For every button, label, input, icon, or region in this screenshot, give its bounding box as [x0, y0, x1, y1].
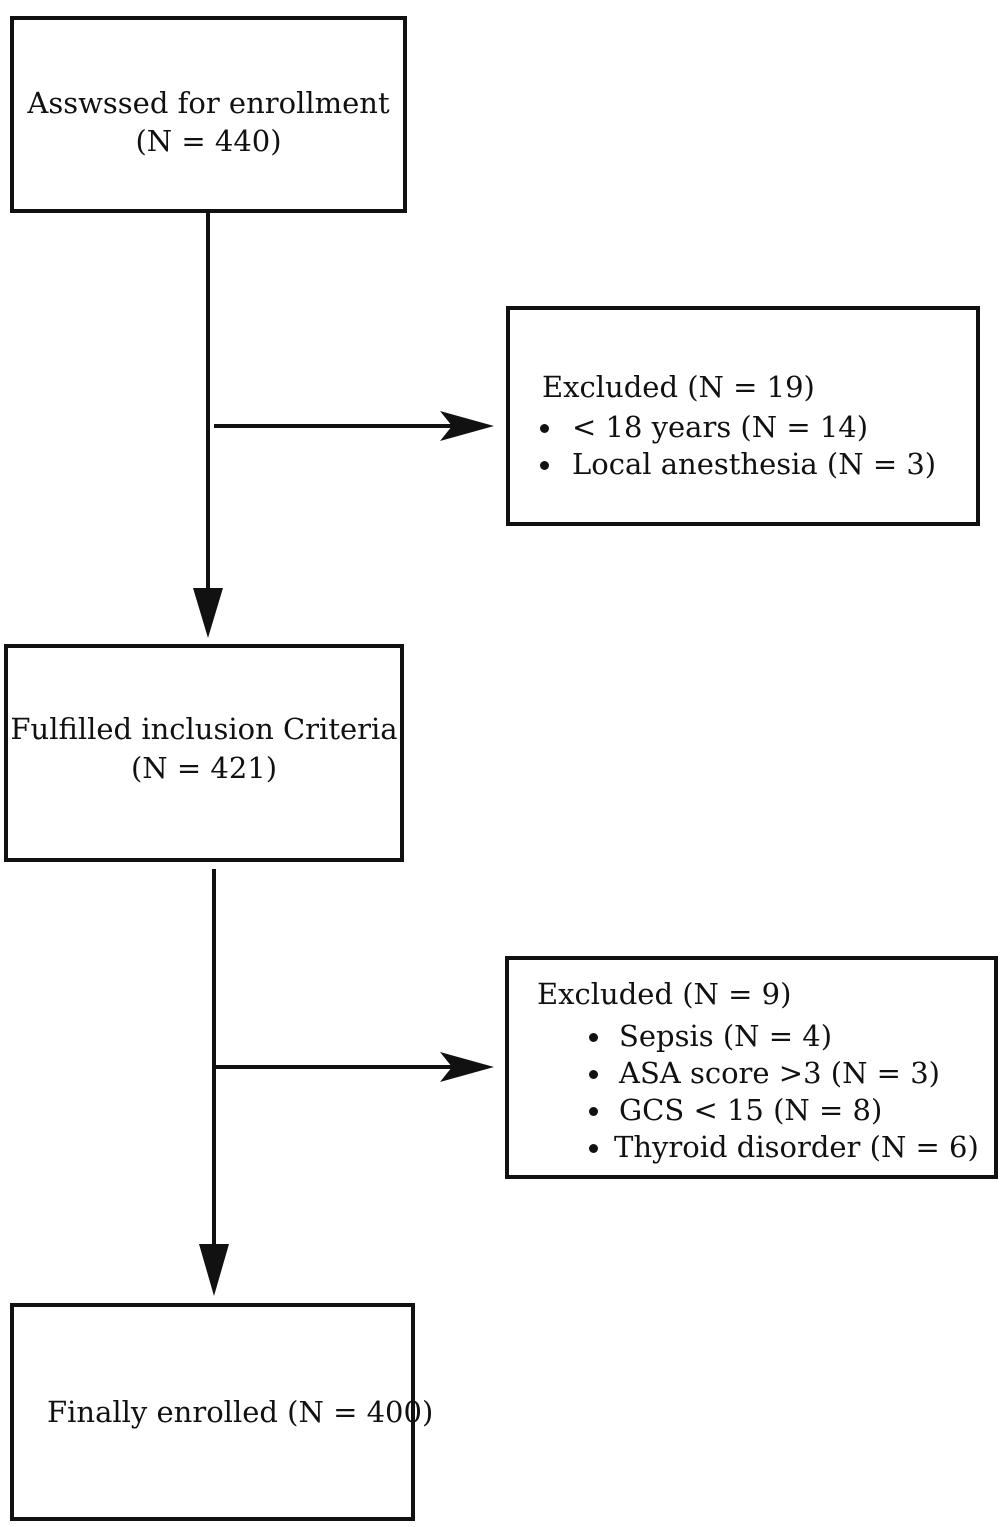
- excluded-2-item: GCS < 15 (N = 8): [589, 1092, 979, 1129]
- arrowhead-to-enrolled: [199, 1244, 229, 1296]
- excluded-box-2: Excluded (N = 9) Sepsis (N = 4) ASA scor…: [505, 956, 998, 1179]
- fulfilled-label: Fulfilled inclusion Criteria: [10, 712, 398, 746]
- excluded-box-1: Excluded (N = 19) < 18 years (N = 14) Lo…: [506, 306, 980, 526]
- excluded-1-list: < 18 years (N = 14) Local anesthesia (N …: [540, 409, 936, 483]
- arrowhead-to-fulfilled: [193, 588, 223, 638]
- arrowhead-to-excluded-1: [440, 411, 494, 441]
- enrolled-box: Finally enrolled (N = 400): [10, 1303, 433, 1521]
- excluded-2-title: Excluded (N = 9): [537, 977, 792, 1011]
- excluded-1-item: Local anesthesia (N = 3): [540, 446, 936, 483]
- excluded-2-list: Sepsis (N = 4) ASA score >3 (N = 3) GCS …: [589, 1018, 979, 1166]
- fulfilled-count: (N = 421): [130, 751, 278, 785]
- fulfilled-box: Fulfilled inclusion Criteria (N = 421): [4, 644, 404, 862]
- excluded-1-title: Excluded (N = 19): [542, 370, 815, 404]
- assessed-label: Asswssed for enrollment: [27, 86, 390, 120]
- excluded-2-item: Thyroid disorder (N = 6): [589, 1129, 979, 1166]
- excluded-2-item: Sepsis (N = 4): [589, 1018, 979, 1055]
- enrolled-label: Finally enrolled (N = 400): [47, 1395, 434, 1429]
- assessed-count: (N = 440): [135, 124, 282, 158]
- assessed-box: Asswssed for enrollment (N = 440): [10, 16, 407, 213]
- arrowhead-to-excluded-2: [440, 1052, 494, 1082]
- excluded-1-item: < 18 years (N = 14): [540, 409, 936, 446]
- excluded-2-item: ASA score >3 (N = 3): [589, 1055, 979, 1092]
